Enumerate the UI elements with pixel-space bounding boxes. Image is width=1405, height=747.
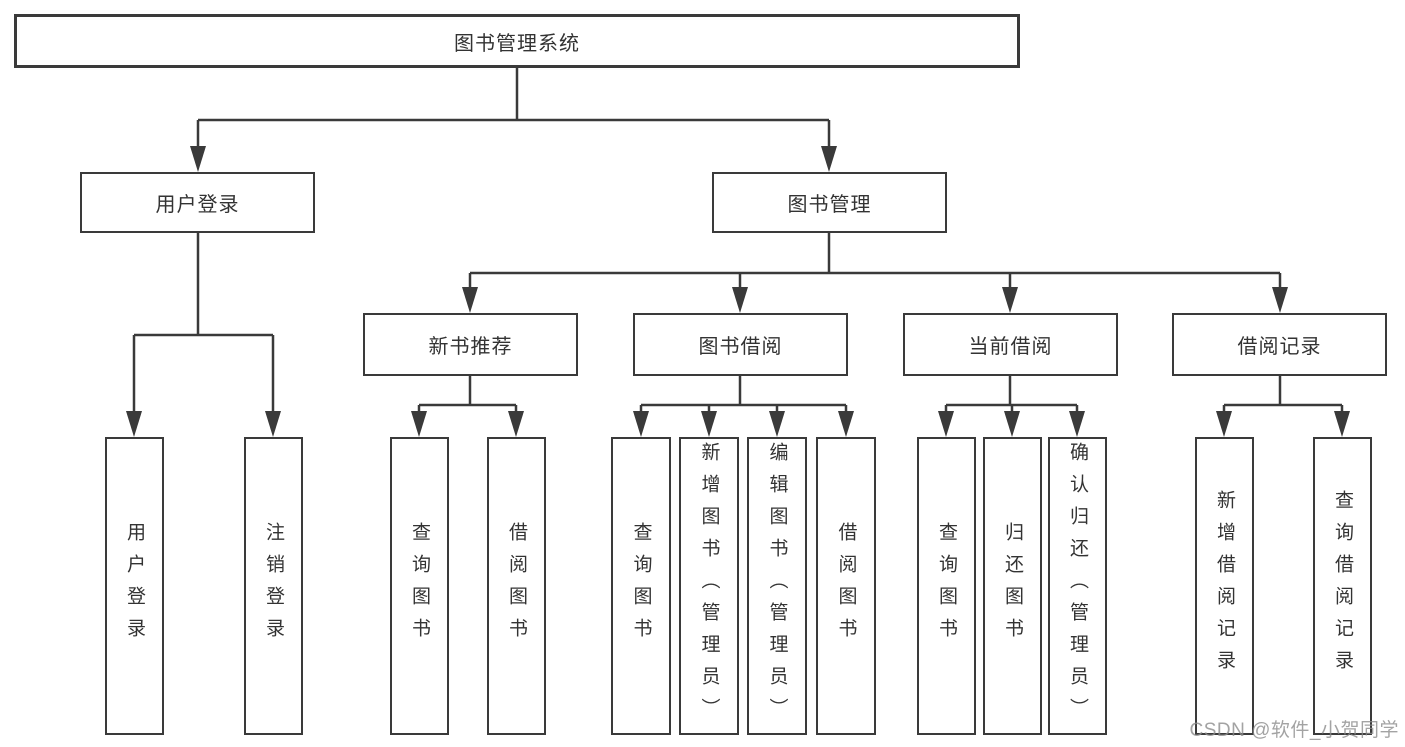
leaf-logout: 注销登录	[244, 437, 303, 735]
leaf-label: 查询图书	[409, 522, 430, 650]
leaf-label: 借阅图书	[506, 522, 527, 650]
leaf-label: 新增借阅记录	[1214, 490, 1235, 682]
leaf-label: 编辑图书（管理员）	[766, 442, 788, 730]
leaf-add-book-admin: 新增图书（管理员）	[679, 437, 739, 735]
leaf-user-login: 用户登录	[105, 437, 164, 735]
node-book-borrow: 图书借阅	[633, 313, 848, 376]
leaf-borrow-books-recommend: 借阅图书	[487, 437, 546, 735]
leaf-label: 确认归还（管理员）	[1067, 442, 1088, 730]
leaf-label: 注销登录	[263, 522, 284, 650]
node-user-login: 用户登录	[80, 172, 315, 233]
leaf-label: 查询图书	[936, 522, 957, 650]
csdn-watermark: CSDN @软件_小贺同学	[1189, 720, 1399, 741]
leaf-borrow-books: 借阅图书	[816, 437, 876, 735]
node-new-book-recommend: 新书推荐	[363, 313, 578, 376]
leaf-label: 归还图书	[1002, 522, 1023, 650]
node-library-management-system: 图书管理系统	[14, 14, 1020, 68]
leaf-label: 查询图书	[630, 522, 652, 650]
leaf-query-books-current: 查询图书	[917, 437, 976, 735]
leaf-query-books-recommend: 查询图书	[390, 437, 449, 735]
leaf-label: 用户登录	[124, 522, 145, 650]
leaf-edit-book-admin: 编辑图书（管理员）	[747, 437, 807, 735]
leaf-confirm-return-admin: 确认归还（管理员）	[1048, 437, 1107, 735]
leaf-label: 查询借阅记录	[1332, 490, 1353, 682]
node-borrow-records: 借阅记录	[1172, 313, 1387, 376]
leaf-label: 新增图书（管理员）	[698, 442, 720, 730]
leaf-return-book: 归还图书	[983, 437, 1042, 735]
leaf-add-borrow-record: 新增借阅记录	[1195, 437, 1254, 735]
node-book-management: 图书管理	[712, 172, 947, 233]
leaf-label: 借阅图书	[835, 522, 857, 650]
leaf-query-borrow-record: 查询借阅记录	[1313, 437, 1372, 735]
node-current-borrow: 当前借阅	[903, 313, 1118, 376]
leaf-query-books-borrow: 查询图书	[611, 437, 671, 735]
